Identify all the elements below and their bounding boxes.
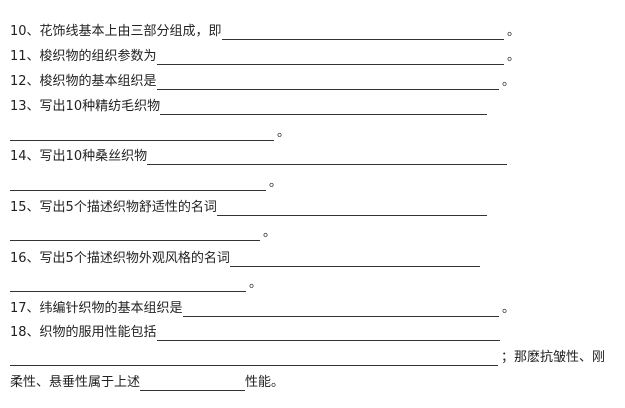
- answer-blank[interactable]: [10, 176, 266, 191]
- answer-blank[interactable]: [10, 126, 274, 141]
- answer-blank[interactable]: [156, 50, 504, 65]
- period: 。: [268, 175, 282, 190]
- question-text: 18、织物的服用性能包括: [10, 325, 157, 340]
- question-16: 16、写出5个描述织物外观风格的名词: [10, 251, 480, 267]
- question-text: 柔性、悬垂性属于上述: [10, 375, 141, 390]
- period: 。: [506, 49, 520, 64]
- question-text: 13、写出10种精纺毛织物: [10, 99, 161, 114]
- answer-blank[interactable]: [216, 201, 487, 216]
- question-text: 10、花饰线基本上由三部分组成，即: [10, 24, 222, 39]
- period: 。: [501, 301, 515, 316]
- question-10: 10、花饰线基本上由三部分组成，即 。: [10, 24, 520, 40]
- question-text: 17、纬编针织物的基本组织是: [10, 301, 183, 316]
- question-text: 12、梭织物的基本组织是: [10, 74, 157, 89]
- question-text-end: 性能。: [245, 375, 285, 390]
- question-13: 13、写出10种精纺毛织物: [10, 99, 487, 115]
- question-14: 14、写出10种桑丝织物: [10, 149, 507, 165]
- answer-blank[interactable]: [229, 252, 480, 267]
- question-16-cont: 。: [10, 276, 262, 292]
- question-15: 15、写出5个描述织物舒适性的名词: [10, 200, 487, 216]
- question-18-cont2: 柔性、悬垂性属于上述 性能。: [10, 375, 284, 391]
- answer-blank[interactable]: [182, 302, 499, 317]
- period: 。: [501, 74, 515, 89]
- answer-blank[interactable]: [156, 75, 499, 90]
- answer-blank[interactable]: [140, 376, 246, 391]
- question-15-cont: 。: [10, 225, 276, 241]
- answer-blank[interactable]: [160, 100, 487, 115]
- question-17: 17、纬编针织物的基本组织是 。: [10, 301, 515, 317]
- question-12: 12、梭织物的基本组织是 。: [10, 74, 515, 90]
- answer-blank[interactable]: [156, 326, 500, 341]
- answer-blank[interactable]: [10, 277, 246, 292]
- question-text: ；那麽抗皱性、刚: [500, 350, 605, 365]
- question-text: 14、写出10种桑丝织物: [10, 149, 148, 164]
- period: 。: [506, 24, 520, 39]
- question-11: 11、梭织物的组织参数为 。: [10, 49, 520, 65]
- question-text: 16、写出5个描述织物外观风格的名词: [10, 251, 230, 266]
- period: 。: [248, 276, 262, 291]
- period: 。: [262, 225, 276, 240]
- answer-blank[interactable]: [221, 25, 504, 40]
- question-14-cont: 。: [10, 175, 282, 191]
- answer-blank[interactable]: [147, 150, 507, 165]
- answer-blank[interactable]: [10, 351, 498, 366]
- question-18-cont: ；那麽抗皱性、刚: [10, 350, 605, 366]
- question-13-cont: 。: [10, 125, 290, 141]
- period: 。: [276, 125, 290, 140]
- question-18: 18、织物的服用性能包括: [10, 325, 500, 341]
- answer-blank[interactable]: [10, 226, 260, 241]
- question-text: 15、写出5个描述织物舒适性的名词: [10, 200, 217, 215]
- question-text: 11、梭织物的组织参数为: [10, 49, 157, 64]
